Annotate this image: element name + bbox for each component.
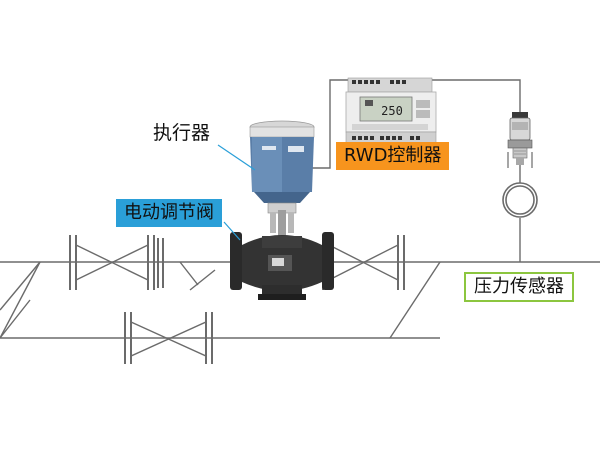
- gate-valve-left: [69, 235, 155, 290]
- branch-lines: [0, 79, 521, 339]
- pressure-loop: [502, 182, 538, 218]
- rwd-controller-device: 250: [345, 77, 437, 145]
- gate-valve-bypass: [124, 312, 213, 364]
- pressure-sensor-device: [507, 112, 533, 168]
- electric-valve-tag: 电动调节阀: [116, 199, 222, 227]
- controller-tag: RWD控制器: [336, 142, 450, 170]
- actuator-device: [249, 120, 315, 236]
- control-valve-body: [230, 232, 334, 300]
- leader-lines: [217, 144, 256, 241]
- controller-display-value: 250: [381, 104, 403, 118]
- pressure-sensor-tag: 压力传感器: [464, 272, 574, 302]
- actuator-label: 执行器: [153, 122, 211, 144]
- strainer-symbol: [157, 238, 216, 291]
